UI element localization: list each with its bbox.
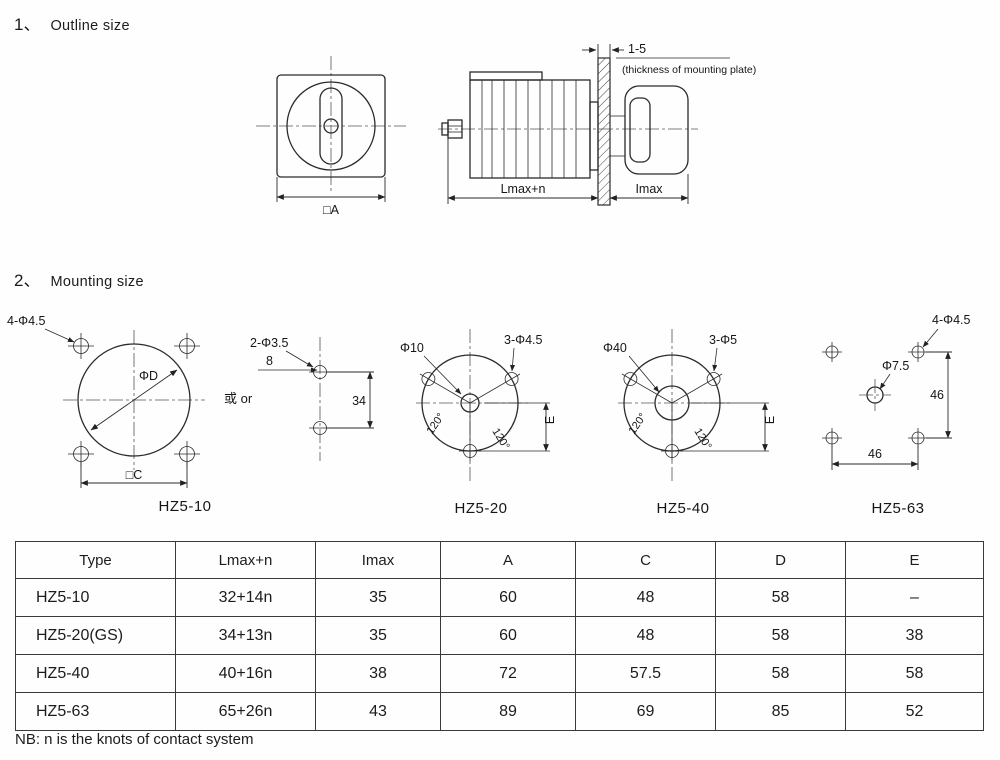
outline-section-label: Outline size bbox=[50, 18, 130, 34]
hz5-40-angle2-label: 120° bbox=[691, 426, 713, 452]
table-cell: HZ5-20(GS) bbox=[15, 616, 176, 655]
table-cell: – bbox=[845, 578, 984, 617]
table-cell: 60 bbox=[440, 616, 576, 655]
hz5-63-dim46-bottom-label: 46 bbox=[868, 447, 882, 461]
dim-a-label: □A bbox=[323, 203, 340, 217]
table-header-imax: Imax bbox=[315, 541, 441, 579]
mount-hz5-63-drawing: 4-Φ4.5 Φ7.5 46 46 HZ5-63 bbox=[822, 313, 971, 517]
hz5-10-dia-label: ΦD bbox=[139, 369, 158, 383]
alt-holes-label: 2-Φ3.5 bbox=[250, 336, 289, 350]
nb-note: NB: n is the knots of contact system bbox=[15, 731, 254, 748]
hz5-20-holes-label: 3-Φ4.5 bbox=[504, 333, 543, 347]
hz5-40-e-label: E bbox=[763, 416, 777, 424]
lmax-dim-label: Lmax+n bbox=[501, 182, 546, 196]
table-header-d: D bbox=[715, 541, 846, 579]
table-cell: HZ5-63 bbox=[15, 692, 176, 731]
table-cell: 35 bbox=[315, 578, 441, 617]
hz5-63-dim46-right-label: 46 bbox=[930, 388, 944, 402]
outline-side-view-drawing: 1-5 (thickness of mounting plate) Lmax+n… bbox=[438, 42, 756, 206]
mount-hz5-10-alt-drawing: 或 or 2-Φ3.5 8 34 bbox=[224, 336, 374, 461]
hz5-20-e-label: E bbox=[543, 416, 557, 424]
spec-table: Type Lmax+n Imax A C D E HZ5-10 32+14n 3… bbox=[15, 541, 984, 731]
mounting-section-title: 2、 Mounting size bbox=[14, 266, 144, 291]
hz5-40-angle1-label: 120° bbox=[627, 411, 650, 437]
table-cell: 72 bbox=[440, 654, 576, 693]
hz5-40-center-label: Φ40 bbox=[603, 341, 627, 355]
mount-hz5-20-drawing: Φ10 3-Φ4.5 120° 120° E HZ5-20 bbox=[400, 329, 557, 517]
table-cell: 65+26n bbox=[175, 692, 316, 731]
hz5-20-caption: HZ5-20 bbox=[454, 500, 507, 517]
table-cell: 43 bbox=[315, 692, 441, 731]
table-cell: 58 bbox=[715, 654, 846, 693]
table-cell: 60 bbox=[440, 578, 576, 617]
or-label: 或 or bbox=[224, 391, 253, 406]
table-cell: HZ5-40 bbox=[15, 654, 176, 693]
table-cell: 89 bbox=[440, 692, 576, 731]
table-cell: 35 bbox=[315, 616, 441, 655]
table-header-lmax: Lmax+n bbox=[175, 541, 316, 579]
hz5-10-square-label: □C bbox=[126, 468, 143, 482]
hz5-63-caption: HZ5-63 bbox=[871, 500, 924, 517]
table-header-c: C bbox=[575, 541, 716, 579]
hz5-63-holes-label: 4-Φ4.5 bbox=[932, 313, 971, 327]
hz5-10-holes-label: 4-Φ4.5 bbox=[7, 314, 46, 328]
alt-dim34-label: 34 bbox=[352, 394, 366, 408]
hz5-20-center-label: Φ10 bbox=[400, 341, 424, 355]
table-cell: 38 bbox=[845, 616, 984, 655]
mounting-section-label: Mounting size bbox=[50, 274, 144, 290]
table-row: HZ5-63 65+26n 43 89 69 85 52 bbox=[15, 692, 984, 731]
table-cell: 58 bbox=[845, 654, 984, 693]
table-cell: 38 bbox=[315, 654, 441, 693]
hz5-40-holes-label: 3-Φ5 bbox=[709, 333, 737, 347]
table-cell: 58 bbox=[715, 616, 846, 655]
table-header-a: A bbox=[440, 541, 576, 579]
table-cell: 48 bbox=[575, 616, 716, 655]
table-cell: 52 bbox=[845, 692, 984, 731]
table-row: HZ5-10 32+14n 35 60 48 58 – bbox=[15, 578, 984, 617]
mounting-section-number: 2、 bbox=[14, 271, 41, 290]
hz5-20-angle1-label: 120° bbox=[425, 411, 448, 437]
table-cell: 34+13n bbox=[175, 616, 316, 655]
thickness-dim-label: 1-5 bbox=[628, 42, 646, 56]
table-cell: 85 bbox=[715, 692, 846, 731]
table-cell: 48 bbox=[575, 578, 716, 617]
outline-section-title: 1、 Outline size bbox=[14, 10, 130, 35]
table-header-e: E bbox=[845, 541, 984, 579]
hz5-10-caption: HZ5-10 bbox=[158, 498, 211, 515]
table-header-row: Type Lmax+n Imax A C D E bbox=[15, 541, 984, 579]
table-cell: 69 bbox=[575, 692, 716, 731]
alt-dim8-label: 8 bbox=[266, 354, 273, 368]
table-cell: 40+16n bbox=[175, 654, 316, 693]
imax-dim-label: Imax bbox=[635, 182, 663, 196]
table-cell: 57.5 bbox=[575, 654, 716, 693]
mount-hz5-10-drawing: 4-Φ4.5 ΦD □C HZ5-10 bbox=[7, 314, 211, 515]
table-cell: HZ5-10 bbox=[15, 578, 176, 617]
table-header-type: Type bbox=[15, 541, 176, 579]
table-row: HZ5-20(GS) 34+13n 35 60 48 58 38 bbox=[15, 616, 984, 655]
table-cell: 58 bbox=[715, 578, 846, 617]
hz5-63-center-label: Φ7.5 bbox=[882, 359, 909, 373]
table-row: HZ5-40 40+16n 38 72 57.5 58 58 bbox=[15, 654, 984, 693]
hz5-40-caption: HZ5-40 bbox=[656, 500, 709, 517]
mount-hz5-40-drawing: Φ40 3-Φ5 120° 120° E HZ5-40 bbox=[603, 329, 777, 517]
outline-front-view-drawing: □A bbox=[256, 56, 406, 217]
table-cell: 32+14n bbox=[175, 578, 316, 617]
outline-section-number: 1、 bbox=[14, 15, 41, 34]
thickness-note-label: (thickness of mounting plate) bbox=[622, 64, 756, 76]
hz5-20-angle2-label: 120° bbox=[489, 426, 511, 452]
